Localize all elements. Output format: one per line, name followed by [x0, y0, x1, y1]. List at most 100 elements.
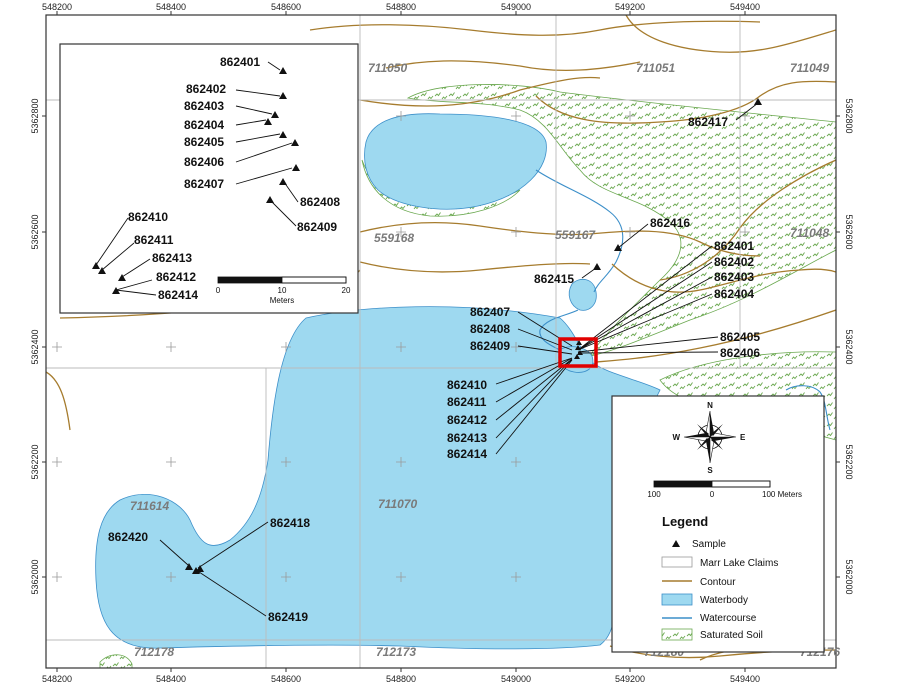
- legend-item-label: Contour: [700, 577, 736, 588]
- claim-box-icon: [661, 556, 693, 568]
- sample-label: 862410: [128, 210, 168, 224]
- sample-label: 862403: [714, 270, 754, 284]
- leader-lines: [159, 102, 759, 617]
- legend-title: Legend: [662, 514, 708, 529]
- sample-label: 862406: [184, 155, 224, 169]
- scale-label: 100 Meters: [762, 490, 802, 499]
- watercourse-line: [535, 169, 624, 293]
- sample-label: 862408: [470, 322, 510, 336]
- claim-label: 711049: [790, 61, 829, 75]
- legend-item-label: Marr Lake Claims: [700, 558, 778, 569]
- sample-label: 862403: [184, 99, 224, 113]
- map-frame: [45, 14, 837, 669]
- x-tick-label: 548200: [42, 674, 72, 684]
- coordinate-grid-crosses: [52, 111, 750, 582]
- scale-units: Meters: [270, 296, 294, 305]
- legend-item-label: Waterbody: [700, 595, 748, 606]
- sample-label: 862407: [184, 177, 224, 191]
- x-tick-label: 549200: [615, 674, 645, 684]
- claim-label: 711070: [378, 497, 417, 511]
- claim-label: 711051: [636, 61, 675, 75]
- sample-triangle-icon: [614, 244, 622, 251]
- sample-label: 862402: [714, 255, 754, 269]
- axis-tick-marks: [42, 11, 840, 672]
- watercourse-line: [785, 385, 831, 431]
- scale-label: 100: [647, 490, 661, 499]
- claim-label: 711048: [790, 226, 829, 240]
- north-arrow-icon: N S E W: [672, 401, 746, 475]
- sample-label: 862404: [184, 118, 224, 132]
- y-tick-label: 5362200: [844, 444, 854, 479]
- compass-e: E: [740, 433, 746, 442]
- waterbody-icon: [661, 593, 693, 606]
- sample-triangle-icon: [574, 340, 583, 359]
- scale-label: 20: [342, 286, 351, 295]
- x-tick-label: 548200: [42, 2, 72, 12]
- sample-label: 862414: [447, 447, 487, 461]
- sample-markers: [185, 98, 762, 574]
- sample-label: 862404: [714, 287, 754, 301]
- y-tick-label: 5362000: [30, 559, 40, 594]
- claim-label: 712178: [134, 645, 174, 659]
- sample-label: 862401: [220, 55, 260, 69]
- waterbody-upper-lake: [364, 113, 547, 210]
- y-axis-labels-right: 5362800 5362600 5362400 5362200 5362000: [844, 98, 854, 594]
- sample-label: 862409: [470, 339, 510, 353]
- scale-label: 10: [278, 286, 287, 295]
- x-tick-label: 548800: [386, 674, 416, 684]
- legend-item-label: Watercourse: [700, 613, 757, 624]
- sample-label: 862418: [270, 516, 310, 530]
- claim-label: 712173: [376, 645, 416, 659]
- scale-label: 0: [710, 490, 715, 499]
- inset-panel: 862401 862402 862403 862404 862405 86240…: [59, 43, 359, 314]
- inset-scale-bar: 0 10 20 Meters: [216, 276, 351, 305]
- sample-label: 862411: [134, 233, 174, 247]
- sample-label: 862416: [650, 216, 690, 230]
- x-tick-label: 548800: [386, 2, 416, 12]
- sample-label: 862413: [447, 431, 487, 445]
- y-axis-labels-left: 5362800 5362600 5362400 5362200 5362000: [30, 98, 40, 594]
- legend-panel: N S E W 100 0 100 Meters Legend Sample M…: [611, 395, 825, 653]
- x-tick-label: 548400: [156, 674, 186, 684]
- sample-label: 862410: [447, 378, 487, 392]
- claim-label: 711050: [368, 61, 407, 75]
- sample-label: 862409: [297, 220, 337, 234]
- triangle-icon: [672, 540, 680, 547]
- compass-w: W: [672, 433, 680, 442]
- sample-cluster-highlight: [558, 337, 598, 368]
- sample-label: 862417: [688, 115, 728, 129]
- legend-item-label: Saturated Soil: [700, 630, 763, 641]
- y-tick-label: 5362400: [30, 329, 40, 364]
- sample-label: 862420: [108, 530, 148, 544]
- claim-label: 711614: [130, 499, 169, 513]
- sample-label: 862407: [470, 305, 510, 319]
- sample-label: 862412: [447, 413, 487, 427]
- y-tick-label: 5362800: [844, 98, 854, 133]
- y-tick-label: 5362000: [844, 559, 854, 594]
- watercourse-line: [539, 309, 579, 351]
- sample-triangle-icon: [185, 563, 204, 574]
- compass-n: N: [707, 401, 713, 410]
- sample-label: 862408: [300, 195, 340, 209]
- legend-item-label: Sample: [692, 539, 726, 550]
- sample-label: 862412: [156, 270, 196, 284]
- waterbody-small-pond: [568, 278, 597, 311]
- x-tick-label: 549200: [615, 2, 645, 12]
- x-tick-label: 549400: [730, 674, 760, 684]
- scale-label: 0: [216, 286, 221, 295]
- x-tick-label: 548600: [271, 674, 301, 684]
- map-scale-bar: 100 0 100 Meters: [647, 480, 802, 499]
- sample-label: 862413: [152, 251, 192, 265]
- sample-label: 862406: [720, 346, 760, 360]
- soil-pattern-icon: [661, 628, 693, 641]
- y-tick-label: 5362600: [30, 214, 40, 249]
- sample-triangle-icon: [92, 262, 126, 294]
- sample-triangle-icon: [593, 263, 601, 270]
- map-panel: [46, 15, 836, 668]
- y-tick-label: 5362800: [30, 98, 40, 133]
- sample-label: 862401: [714, 239, 754, 253]
- sample-label: 862419: [268, 610, 308, 624]
- claim-label: 559168: [374, 231, 414, 245]
- sample-label: 862414: [158, 288, 198, 302]
